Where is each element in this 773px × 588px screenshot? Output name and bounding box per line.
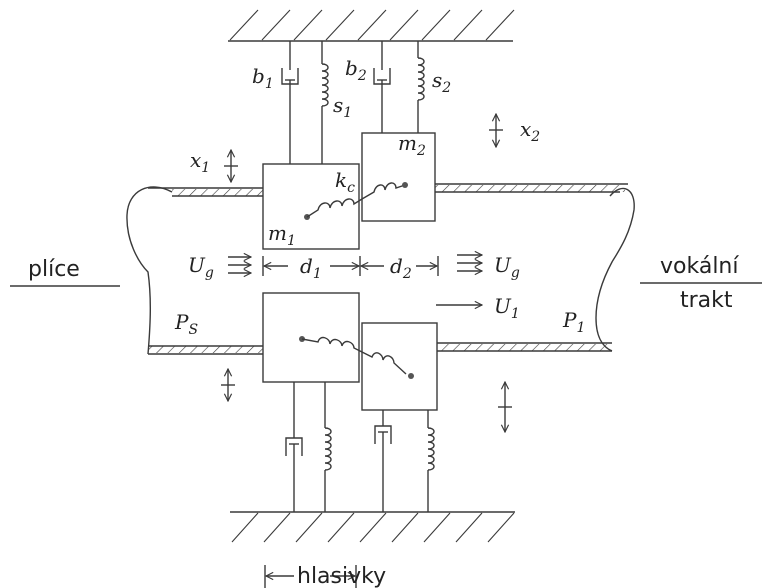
- symbol-d1: d1: [300, 254, 322, 282]
- symbol-u1: U1: [494, 294, 520, 322]
- spring-bottom-right: [427, 410, 435, 512]
- damper-bottom-left: [285, 382, 303, 512]
- mass-m2-lower: [361, 322, 438, 411]
- airway-tube-right: [435, 183, 635, 352]
- spring-s1: [321, 41, 329, 164]
- symbol-x2: x2: [520, 117, 540, 145]
- spring-bottom-left: [324, 382, 332, 512]
- lungs-label: plíce: [28, 257, 80, 282]
- mass-m1-upper: [262, 163, 360, 250]
- symbol-ps: PS: [174, 310, 198, 338]
- dimension-hlasivky: [264, 565, 357, 588]
- airway-tube-left: [126, 186, 264, 355]
- dimension-d1-d2: [262, 256, 439, 276]
- symbol-ug-right: Ug: [494, 253, 520, 281]
- vocal-tract-label-1: vokální: [660, 254, 739, 279]
- symbol-d2: d2: [390, 254, 412, 282]
- symbol-m2: m2: [398, 131, 426, 159]
- spring-s2: [417, 41, 425, 133]
- flow-arrows-right: [457, 255, 482, 271]
- damper-bottom-right: [374, 410, 392, 512]
- bottom-ground: [230, 511, 515, 543]
- symbol-kc: kc: [335, 168, 355, 196]
- symbol-s2: s2: [432, 68, 451, 96]
- mass-m2-upper: [361, 132, 436, 222]
- top-ground: [228, 9, 515, 42]
- coupling-spring-lower: [299, 336, 414, 379]
- symbol-p1: P1: [562, 308, 585, 336]
- symbol-b1: b1: [252, 64, 274, 92]
- coupling-spring-upper: [304, 182, 408, 220]
- symbol-b2: b2: [345, 56, 367, 84]
- mass-m1-lower: [262, 292, 360, 383]
- damper-b2: [373, 41, 391, 133]
- symbol-s1: s1: [333, 93, 352, 121]
- damper-b1: [281, 41, 299, 164]
- vocal-tract-label-2: trakt: [680, 288, 733, 313]
- vocal-folds-label: hlasivky: [297, 564, 386, 588]
- flow-arrows-left: [228, 257, 251, 273]
- symbol-m1: m1: [268, 221, 296, 249]
- symbol-ug-left: Ug: [188, 253, 214, 281]
- symbol-x1: x1: [190, 148, 210, 176]
